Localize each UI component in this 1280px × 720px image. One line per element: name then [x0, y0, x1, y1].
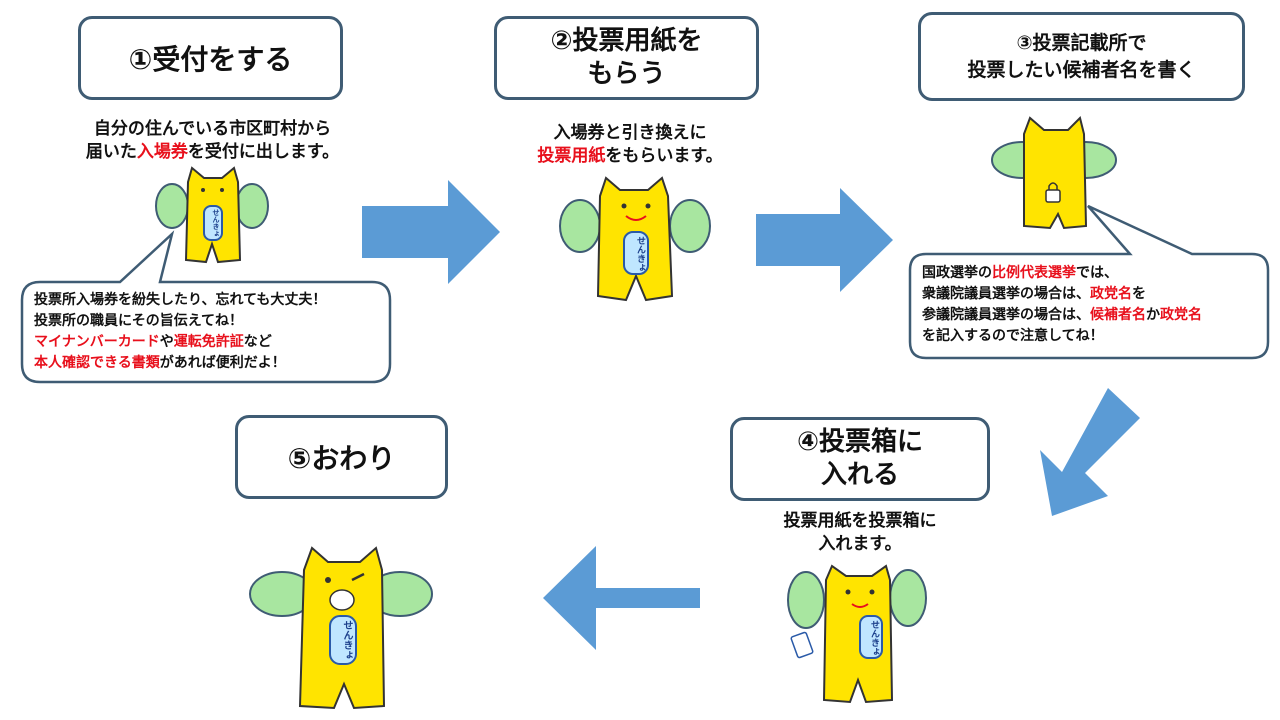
mascot-label: せんきょ [341, 620, 352, 660]
step1-title: ①受付をする [128, 43, 293, 76]
left-speech-bubble [20, 230, 392, 384]
left-bubble-text: 投票所入場券を紛失したり、忘れても大丈夫！ 投票所の職員にその旨伝えてね！ マイ… [34, 292, 327, 371]
mascot-reception [155, 166, 269, 264]
step1-box: ①受付をする [78, 16, 343, 100]
step3-title: ③投票記載所で 投票したい候補者名を書く [967, 31, 1196, 81]
step4-title: ④投票箱に 入れる [796, 427, 923, 490]
block-arrow-icon [756, 188, 893, 292]
mascot-label: せんきょ [212, 209, 220, 237]
mascot-finish [249, 546, 433, 710]
block-arrow-icon [362, 180, 500, 284]
step5-box: ⑤おわり [235, 415, 448, 499]
step2-caption: 入場券と引き換えに 投票用紙をもらいます。 [537, 123, 723, 166]
step5-title: ⑤おわり [287, 442, 396, 475]
mascot-writing [991, 116, 1117, 230]
step4-box: ④投票箱に 入れる [730, 417, 990, 501]
right-speech-bubble [908, 204, 1270, 360]
step4-caption: 投票用紙を投票箱に 入れます。 [783, 511, 937, 554]
mascot-ballot-box [787, 564, 927, 704]
block-arrow-icon [1040, 388, 1140, 516]
step2-box: ②投票用紙を もらう [494, 16, 759, 100]
step3-box: ③投票記載所で 投票したい候補者名を書く [918, 12, 1245, 101]
mascot-ballot [559, 176, 711, 302]
block-arrow-icon [543, 546, 700, 650]
mascot-label: せんきょ [635, 236, 645, 272]
mascot-label: せんきょ [869, 620, 879, 656]
step2-title: ②投票用紙を もらう [550, 26, 703, 89]
right-bubble-text: 国政選挙の比例代表選挙では、 衆議院議員選挙の場合は、政党名を 参議院議員選挙の… [922, 265, 1202, 344]
lock-icon [1045, 182, 1061, 203]
step1-caption: 自分の住んでいる市区町村から 届いた入場券を受付に出します。 [85, 119, 340, 162]
